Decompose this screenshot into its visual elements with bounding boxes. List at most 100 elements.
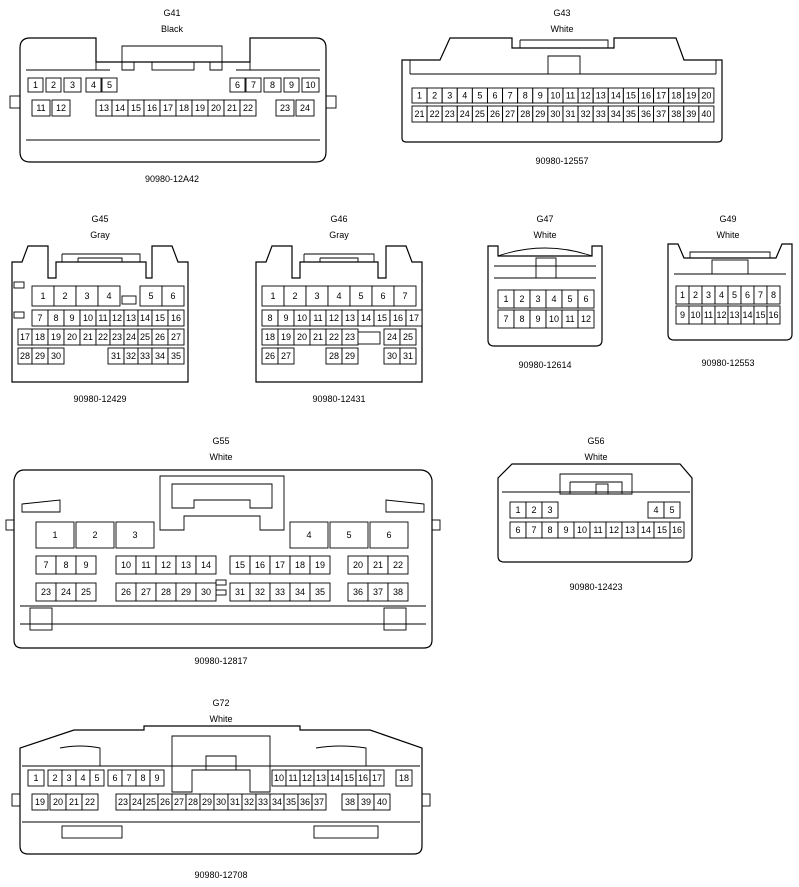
pin-number: 13 [181,560,191,570]
pin-number: 18 [35,332,45,342]
pin-number: 4 [91,80,96,90]
pin-number: 5 [107,80,112,90]
pin-number: 5 [669,505,674,515]
pin-number: 4 [719,290,724,300]
connector-id: G56 [587,436,604,446]
pin-number: 5 [477,91,482,101]
pin-number: 12 [716,310,726,320]
part-number: 90980-12553 [701,358,754,368]
pin-number: 2 [693,290,698,300]
pin-number: 2 [92,530,97,540]
pin-number: 9 [69,313,74,323]
pin-cavity [698,105,715,123]
connector-id: G45 [91,214,108,224]
pin-number: 10 [121,560,131,570]
pin-number: 31 [403,351,413,361]
pin-number: 2 [519,294,524,304]
pin-number: 34 [295,587,305,597]
pin-number: 12 [581,91,591,101]
pin-number: 1 [33,773,38,783]
connector-id: G41 [163,8,180,18]
pin-number: 7 [37,313,42,323]
connector-color: White [209,714,232,724]
pin-cavity [195,582,217,602]
pin-number: 28 [329,351,339,361]
pin-cavity [263,77,282,93]
pin-cavity [341,347,359,365]
pin-number: 30 [201,587,211,597]
pin-number: 9 [538,91,543,101]
pin-number: 11 [141,560,150,570]
pin-number: 18 [399,773,409,783]
pin-cavity [766,285,781,305]
connector-id: G49 [719,214,736,224]
pin-number: 2 [62,291,67,301]
pin-cavity [27,769,45,787]
pin-number: 14 [611,91,621,101]
pin-number: 35 [171,351,181,361]
connector-color: Gray [90,230,110,240]
pin-number: 17 [20,332,30,342]
pin-number: 22 [430,109,440,119]
pin-cavity [97,285,121,307]
pin-number: 21 [227,103,237,113]
pin-number: 32 [255,587,265,597]
pin-number: 34 [155,351,165,361]
pin-number: 21 [373,560,383,570]
pin-number: 35 [626,109,636,119]
pin-number: 1 [33,80,38,90]
pin-number: 16 [641,91,651,101]
pin-number: 26 [160,797,170,807]
pin-number: 31 [235,587,245,597]
pin-number: 9 [680,310,685,320]
pin-number: 4 [80,773,85,783]
pin-cavity [89,769,105,787]
pin-cavity [27,77,44,93]
pin-number: 3 [66,773,71,783]
pin-number: 17 [372,773,382,783]
pin-number: 2 [292,291,297,301]
pin-number: 2 [432,91,437,101]
pin-number: 32 [126,351,136,361]
pin-cavity [277,347,295,365]
pin-number: 19 [51,332,61,342]
pin-number: 11 [565,314,574,324]
pin-number: 27 [141,587,151,597]
pin-cavity [63,77,82,93]
pin-number: 16 [358,773,368,783]
pin-cavity [289,521,329,549]
pin-cavity [387,582,409,602]
pin-number: 9 [563,525,568,535]
connector-color: White [533,230,556,240]
pin-cavity [393,285,417,307]
pin-number: 11 [566,91,575,101]
pin-number: 16 [255,560,265,570]
pin-number: 16 [768,310,778,320]
pin-number: 7 [508,91,513,101]
pin-number: 5 [567,294,572,304]
pin-number: 29 [345,351,355,361]
pin-cavity [341,328,359,346]
pin-number: 10 [690,310,700,320]
pin-cavity [369,521,409,549]
pin-number: 31 [111,351,121,361]
pin-number: 27 [174,797,184,807]
pin-number: 35 [315,587,325,597]
pin-number: 14 [330,773,340,783]
pin-cavity [239,99,257,117]
pin-number: 16 [393,313,403,323]
pin-number: 29 [535,109,545,119]
pin-number: 8 [270,80,275,90]
pin-number: 5 [94,773,99,783]
pin-number: 30 [387,351,397,361]
pin-number: 34 [611,109,621,119]
pin-cavity [399,328,417,346]
pin-number: 28 [520,109,530,119]
connector-color: Black [161,24,184,34]
pin-number: 29 [202,797,212,807]
pin-cavity [195,555,217,575]
pin-number: 20 [67,332,77,342]
pin-number: 4 [462,91,467,101]
